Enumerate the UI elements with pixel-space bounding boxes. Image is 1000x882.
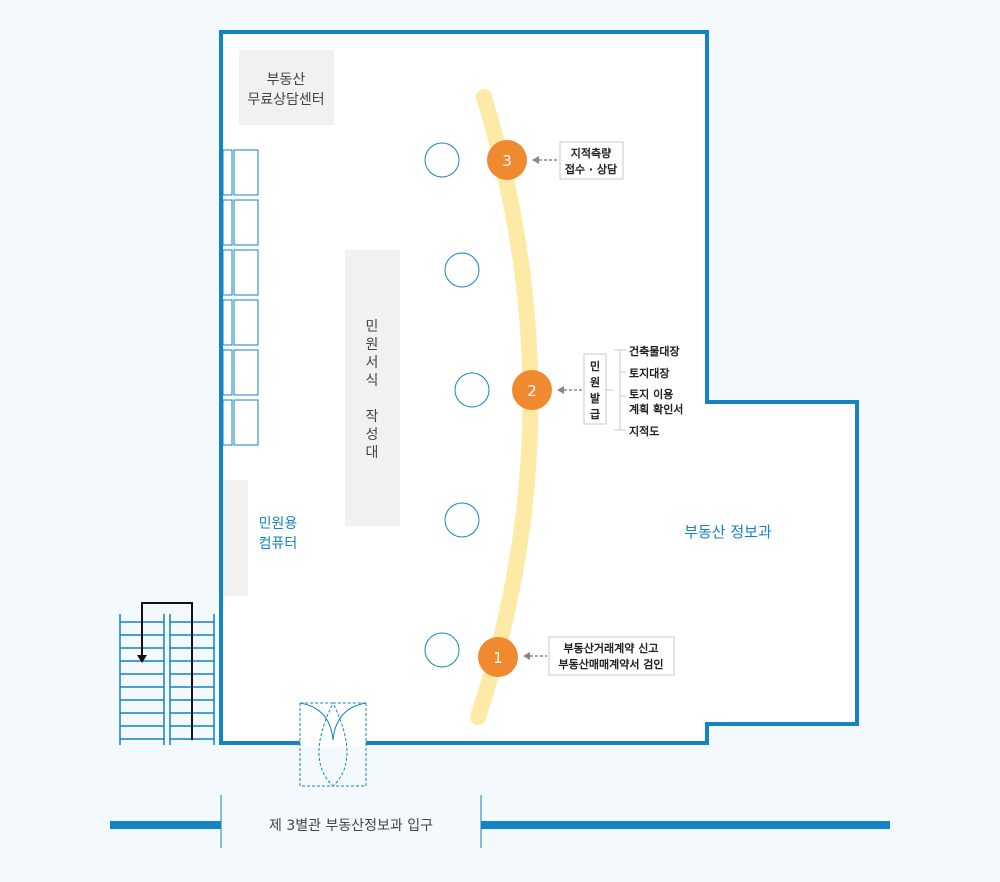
station-2-marker: [512, 370, 552, 410]
svg-text:식: 식: [366, 373, 379, 389]
station-2-desc-2: 원: [590, 375, 600, 389]
waiting-seats: [424, 142, 490, 668]
stair-arrowhead: [137, 655, 147, 663]
consult-center-block: [239, 50, 334, 125]
station-1-box: [548, 636, 675, 676]
station-2-desc-3: 발: [590, 391, 600, 405]
form-desk: [345, 250, 400, 526]
svg-text:원: 원: [366, 337, 379, 353]
station-3-arrowhead: [532, 156, 539, 164]
station-2-desc-4: 급: [590, 408, 600, 421]
doc-land-use-1: 토지 이용: [629, 387, 673, 401]
corridor-right: [481, 821, 890, 829]
station-3-number: 3: [502, 152, 512, 170]
svg-text:서: 서: [366, 355, 379, 371]
consult-center-label-1: 부동산: [267, 72, 306, 88]
station-2-box: [583, 353, 607, 425]
svg-text:대: 대: [366, 445, 379, 461]
entrance-doors: [299, 702, 367, 787]
pc-label-1: 민원용: [259, 516, 298, 532]
station-1-desc-2: 부동산매매계약서 검인: [558, 657, 663, 671]
office-label: 부동산 정보과: [684, 523, 772, 541]
svg-text:민: 민: [366, 319, 379, 335]
pc-label-2: 컴퓨터: [259, 536, 298, 552]
lockers: [222, 149, 259, 446]
documents-bracket: [606, 349, 626, 431]
doc-building-register: 건축물대장: [629, 344, 680, 358]
svg-text:작: 작: [366, 409, 379, 425]
station-1-desc-1: 부동산거래계약 신고: [564, 641, 659, 655]
station-2-number: 2: [527, 382, 537, 400]
station-3-desc-1: 지적측량: [571, 146, 611, 160]
station-1-arrowhead: [523, 652, 530, 660]
pc-block: [223, 480, 248, 596]
station-1-marker: [478, 637, 518, 677]
doc-cadastral-map: 지적도: [629, 424, 659, 438]
doc-land-use-2: 계획 확인서: [629, 402, 683, 416]
stair-direction-arrow: [141, 602, 193, 740]
form-desk-label: 민 원 서 식 작 성 대: [366, 319, 379, 461]
doc-land-register: 토지대장: [629, 366, 669, 380]
station-3-marker: [487, 140, 527, 180]
svg-text:성: 성: [366, 427, 379, 443]
door-gap: [300, 739, 366, 747]
entrance-label: 제 3별관 부동산정보과 입구: [269, 818, 433, 834]
station-2-arrowhead: [557, 386, 564, 394]
consult-center-label-2: 무료상담센터: [247, 92, 324, 108]
staircase: [119, 614, 215, 745]
station-3-desc-2: 접수 · 상담: [565, 162, 617, 176]
station-2-desc-1: 민: [590, 359, 600, 373]
station-1-number: 1: [493, 649, 503, 667]
station-3-box: [559, 141, 624, 180]
corridor-left: [110, 821, 221, 829]
